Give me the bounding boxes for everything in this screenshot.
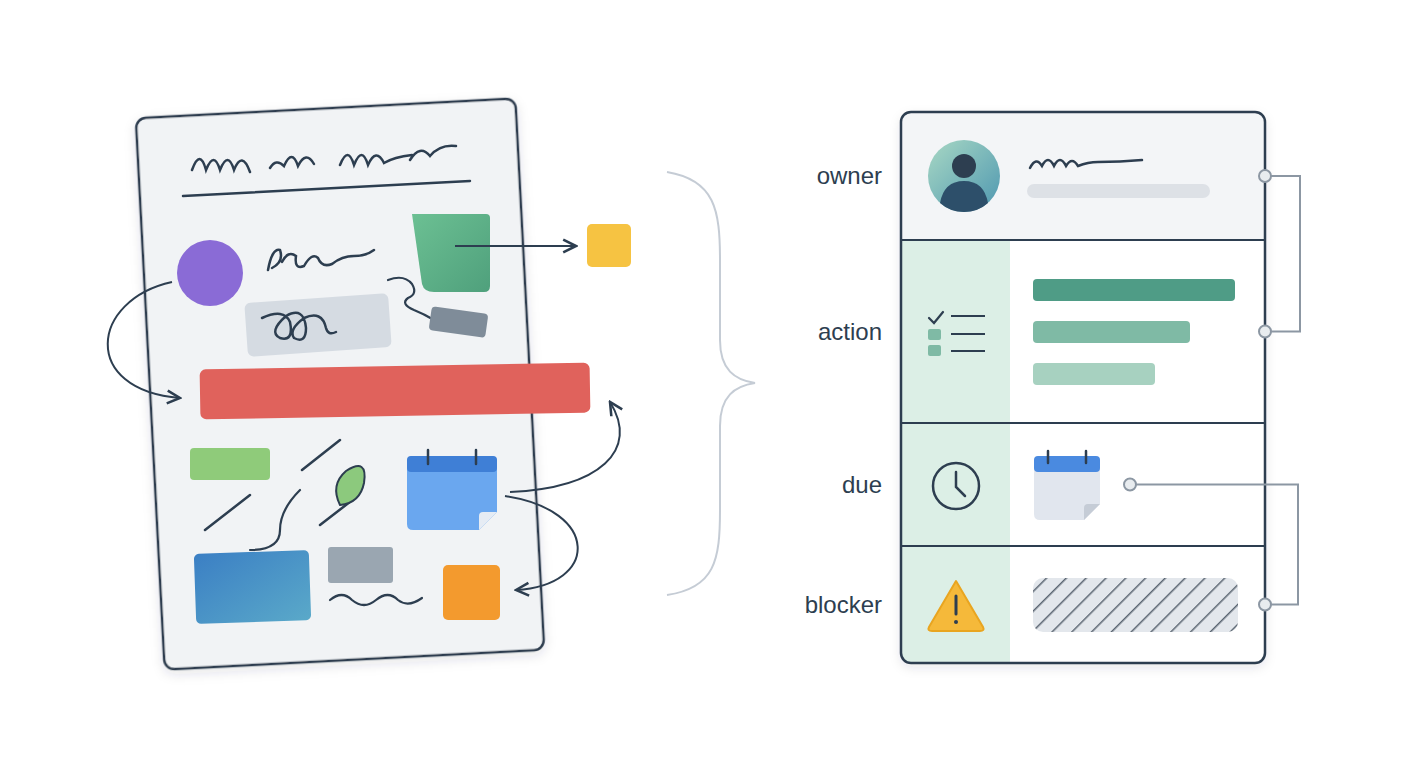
card-row: owner [901,112,1265,240]
card-row: action [901,240,1265,423]
structured-card [901,112,1265,663]
row-label: owner [817,162,882,191]
bracket-connector [1259,170,1300,338]
card-row: blocker [901,546,1265,663]
row-label: action [818,317,882,346]
bracket-connector [1124,479,1298,611]
messy-document [108,98,631,669]
row-label: due [842,470,882,499]
row-label: blocker [805,590,882,619]
card-row: due [901,423,1265,546]
curly-brace [667,172,755,595]
